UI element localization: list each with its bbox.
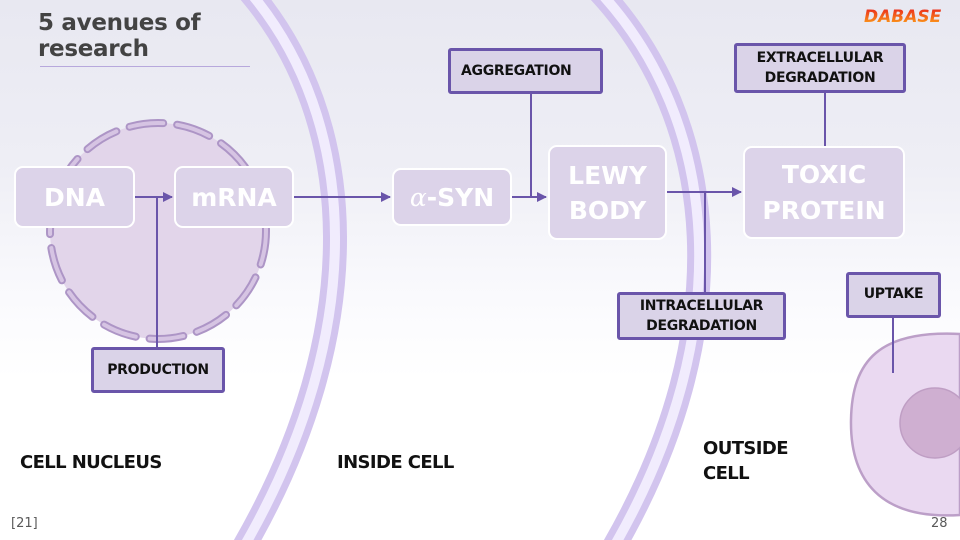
- region-cell-nucleus: CELL NUCLEUS: [20, 452, 162, 473]
- page-number: 28: [931, 516, 948, 531]
- neighbor-cell: [849, 332, 960, 517]
- alpha-syn-label: -SYN: [426, 182, 495, 212]
- label-uptake: UPTAKE: [846, 272, 941, 318]
- label-production: PRODUCTION: [91, 347, 225, 393]
- connectors: [135, 93, 894, 373]
- region-outside-cell: OUTSIDE CELL: [703, 438, 789, 484]
- node-alpha-syn: α-SYN: [392, 168, 512, 226]
- slide-title: 5 avenues of research: [38, 10, 201, 62]
- logo-text: DABASE: [864, 7, 942, 26]
- title-divider: [40, 66, 250, 67]
- dabase-logo: DABASE: [864, 7, 942, 26]
- region-inside-cell: INSIDE CELL: [337, 452, 454, 473]
- cell-membrane-outer: [590, 0, 712, 540]
- node-toxic-protein: TOXIC PROTEIN: [743, 146, 905, 239]
- alpha-symbol: α: [409, 182, 427, 212]
- node-dna: DNA: [14, 166, 135, 228]
- citation: [21]: [11, 516, 38, 531]
- label-intracellular-degradation: INTRACELLULAR DEGRADATION: [617, 292, 786, 340]
- label-extracellular-degradation: EXTRACELLULAR DEGRADATION: [734, 43, 906, 93]
- label-aggregation: AGGREGATION: [448, 48, 603, 94]
- node-mrna: mRNA: [174, 166, 294, 228]
- node-lewy-body: LEWY BODY: [548, 145, 667, 240]
- cell-membrane-inner: [233, 0, 347, 540]
